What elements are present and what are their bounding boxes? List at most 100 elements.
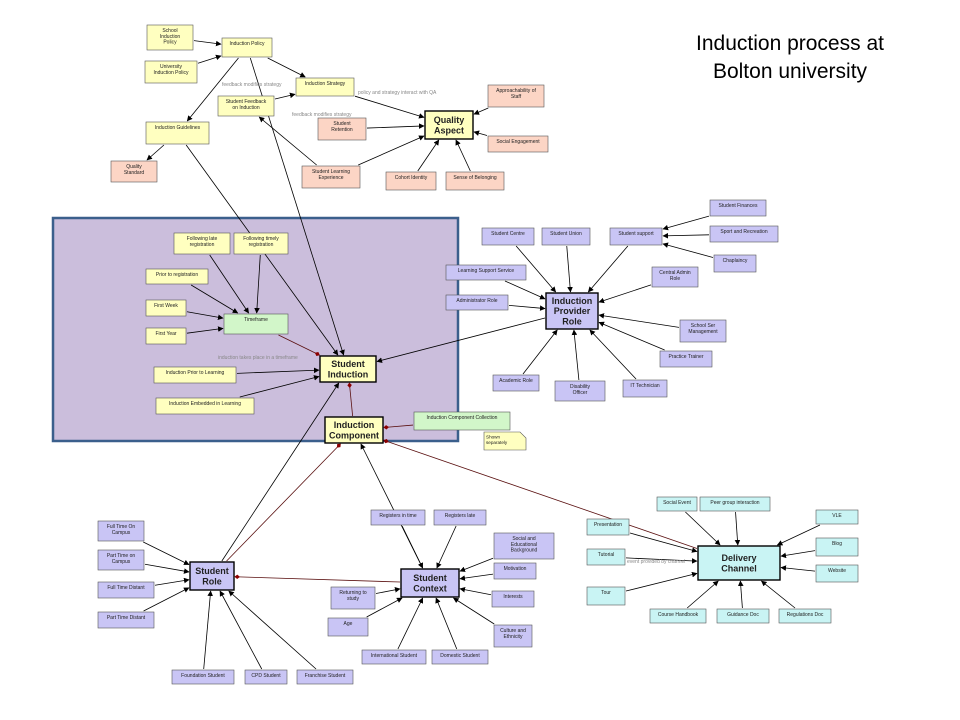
node-first-week[interactable]: First Week [145,299,187,317]
node-administrator-role[interactable]: Administrator Role [445,294,509,311]
node-induction-policy[interactable]: Induction Policy [221,37,273,58]
edge-label-event-provided-by: event provided by channel [627,559,685,565]
node-label-student-context-line-1: Student [413,573,447,583]
node-sport-recreation[interactable]: Sport and Recreation [709,225,779,243]
node-chaplaincy[interactable]: Chaplaincy [713,254,757,273]
node-motivation[interactable]: Motivation [493,562,537,580]
node-label-student-retention-line-1: Student [333,121,351,127]
node-social-engagement[interactable]: Social Engagement [487,135,549,153]
node-induction-guidelines[interactable]: Induction Guidelines [145,121,210,145]
node-interests[interactable]: Interests [491,590,535,608]
node-foundation-student[interactable]: Foundation Student [171,669,235,685]
node-registers-in-time[interactable]: Registers in time [370,509,426,526]
node-full-time-distant[interactable]: Full Time Distant [97,581,155,599]
node-label-induction-policy: Induction Policy [229,41,265,47]
node-peer-group[interactable]: Peer group interaction [699,496,771,512]
node-age[interactable]: Age [327,617,369,637]
node-label-student-feedback-line-1: Student Feedback [226,99,267,105]
node-label-induction-provider-role-line-1: Induction [552,296,593,306]
node-induction-component-collection[interactable]: Induction Component Collection [413,411,511,431]
node-regulations-doc[interactable]: Regulations Doc [778,608,832,624]
node-vle[interactable]: VLE [815,509,859,525]
connector-induction-component-collection-to-induction-component [383,424,414,430]
node-induction-strategy[interactable]: Induction Strategy [295,77,355,97]
node-student-finances[interactable]: Student Finances [709,199,767,217]
node-learning-support[interactable]: Learning Support Service [445,264,527,281]
node-presentation[interactable]: Presentation [586,518,630,536]
node-student-support[interactable]: Student support [609,227,663,246]
connector-student-feedback-to-induction-strategy [274,92,296,100]
node-student-centre[interactable]: Student Centre [481,227,535,246]
node-label-quality-standard-line-1: Quality [126,164,142,170]
connector-induction-component-to-student-induction [347,382,354,417]
node-induction-prior[interactable]: Induction Prior to Learning [153,366,237,384]
node-timeframe[interactable]: Timeframe [223,313,289,335]
node-label-tutorial: Tutorial [598,552,615,558]
node-blog[interactable]: Blog [815,537,859,557]
node-cpd-student[interactable]: CPD Student [244,669,288,685]
node-registers-late[interactable]: Registers late [433,509,487,526]
node-label-disability-officer-line-1: Disability [570,384,591,390]
node-tutorial[interactable]: Tutorial [586,548,626,566]
connector-student-union-to-induction-provider-role [566,245,573,293]
connector-social-educational-background-to-student-context [459,557,494,572]
node-label-learning-support: Learning Support Service [458,268,515,274]
diagram-title: Induction process at Bolton university [640,30,940,86]
node-label-student-induction-line-2: Induction [328,369,369,379]
connector-part-time-on-campus-to-student-role [144,563,190,574]
node-student-union[interactable]: Student Union [541,227,591,246]
node-label-university-induction-policy-line-2: Induction Policy [153,70,189,76]
connector-university-induction-policy-to-induction-policy [197,54,222,64]
node-label-following-late-line-2: registration [190,242,215,248]
node-practice-trainer[interactable]: Practice Trainer [659,350,713,368]
node-first-year[interactable]: First Year [145,327,187,345]
node-label-age: Age [344,621,353,627]
node-sense-of-belonging[interactable]: Sense of Belonging [445,171,505,191]
node-international-student[interactable]: International Student [361,649,427,665]
node-induction-embedded[interactable]: Induction Embedded in Learning [155,397,255,415]
node-guidance-doc[interactable]: Guidance Doc [716,608,770,624]
node-course-handbook[interactable]: Course Handbook [649,608,707,624]
node-part-time-distant[interactable]: Part Time Distant [97,611,155,629]
connector-foundation-student-to-student-role [203,590,214,670]
node-label-practice-trainer: Practice Trainer [668,354,703,360]
node-it-technician[interactable]: IT Technician [622,379,668,398]
node-cohort-identity[interactable]: Cohort Identity [385,171,437,191]
node-academic-role[interactable]: Academic Role [492,374,540,392]
node-label-motivation: Motivation [504,566,527,572]
node-franchise-student[interactable]: Franchise Student [296,669,354,685]
node-prior-to-registration[interactable]: Prior to registration [145,268,209,285]
node-website[interactable]: Website [815,564,859,583]
node-tour[interactable]: Tour [586,586,626,606]
node-label-student-learning-experience-line-1: Student Learning [312,169,350,175]
node-label-course-handbook: Course Handbook [658,612,699,618]
connector-induction-policy-to-induction-strategy [267,57,306,78]
node-social-event[interactable]: Social Event [656,496,698,512]
node-domestic-student[interactable]: Domestic Student [431,649,489,665]
